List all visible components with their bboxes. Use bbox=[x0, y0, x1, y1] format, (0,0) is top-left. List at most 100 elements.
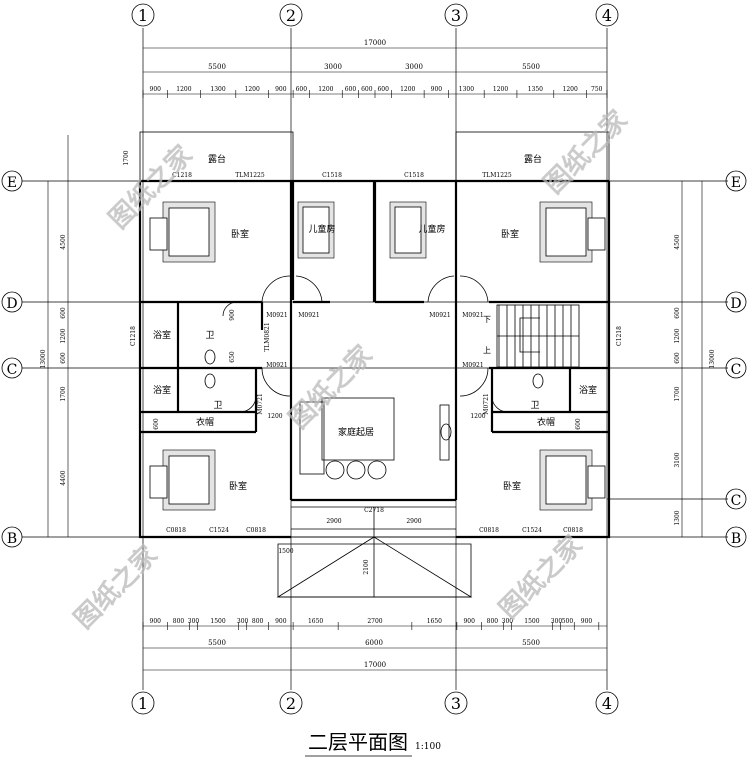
right-dimensions: 13000 4500 600 1200 600 1700 3100 1300 bbox=[674, 181, 716, 537]
axis-bubbles-right: E D C C B bbox=[725, 170, 747, 548]
axis-label-top-2: 2 bbox=[286, 6, 296, 25]
top_detail-9: 600 bbox=[377, 86, 389, 93]
dim-left-inner-600b: 600 bbox=[60, 352, 67, 364]
bottom_detail-6: 900 bbox=[275, 618, 287, 625]
code-m0721-r: M0721 bbox=[483, 393, 490, 414]
dim-right-inner-600: 600 bbox=[674, 307, 681, 319]
bottom_detail-9: 1650 bbox=[427, 618, 442, 625]
axis-bubbles-left: E D C B bbox=[1, 170, 23, 548]
axis-label-bottom-3: 3 bbox=[451, 694, 461, 713]
axis-bubbles-top: 1 2 3 4 bbox=[131, 3, 619, 27]
dim-porch-depth: 2100 bbox=[363, 559, 370, 574]
bottom_detail-12: 300 bbox=[502, 618, 514, 625]
top_detail-14: 1350 bbox=[528, 86, 543, 93]
room-bath-left2: 浴室 bbox=[153, 384, 171, 396]
dim-top-mid-3: 5500 bbox=[522, 63, 540, 71]
room-closet-right: 衣帽 bbox=[537, 416, 555, 428]
code-c0818-c: C0818 bbox=[479, 527, 499, 534]
living-furniture bbox=[299, 397, 452, 480]
code-c1218-tl: C1218 bbox=[172, 172, 192, 179]
room-terrace-left: 露台 bbox=[208, 153, 226, 165]
bottom_detail-8: 2700 bbox=[367, 618, 382, 625]
dim-left-inner-1200: 1200 bbox=[60, 328, 67, 343]
dim-bottom-total: 17000 bbox=[364, 661, 386, 669]
toilets bbox=[204, 349, 544, 389]
dim-top-total: 17000 bbox=[364, 39, 386, 47]
code-c1518-r: C1518 bbox=[404, 172, 424, 179]
room-bedroom-sw: 卧室 bbox=[229, 480, 247, 492]
top_detail-1: 1200 bbox=[176, 86, 191, 93]
stair-up-label: 上 bbox=[483, 346, 491, 355]
top_detail-5: 600 bbox=[296, 86, 308, 93]
interior-dims: 2900 2900 2100 1500 1200 1200 600 600 90… bbox=[153, 309, 582, 575]
room-bedroom-nw: 卧室 bbox=[231, 228, 249, 240]
top_detail-6: 1200 bbox=[318, 86, 333, 93]
axis-label-bottom-2: 2 bbox=[286, 694, 296, 713]
bottom_detail-10: 900 bbox=[463, 618, 475, 625]
dim-bottom-mid-1: 6000 bbox=[365, 639, 383, 647]
plan-title: 二层平面图 bbox=[308, 730, 408, 754]
top_detail-7: 600 bbox=[345, 86, 357, 93]
room-kids-left: 儿童房 bbox=[308, 223, 335, 235]
top_detail-10: 1200 bbox=[400, 86, 415, 93]
axis-label-top-3: 3 bbox=[451, 6, 461, 25]
code-m0721-l: M0721 bbox=[257, 393, 264, 414]
left-dimensions: 13000 1700 4500 600 1200 600 1700 4400 bbox=[40, 135, 130, 537]
watermark-2: 图纸之家 bbox=[538, 104, 633, 199]
dim-bottom-mid-2: 5500 bbox=[522, 639, 540, 647]
code-m0921-a: M0921 bbox=[266, 312, 287, 319]
dim-bath-left: 1200 bbox=[267, 413, 282, 420]
door-swings bbox=[222, 275, 509, 413]
dim-top-mid-0: 5500 bbox=[208, 63, 226, 71]
dim-left-total: 13000 bbox=[40, 349, 47, 368]
axis-label-right-c: C bbox=[731, 362, 742, 378]
room-bedroom-ne: 卧室 bbox=[501, 228, 519, 240]
code-m0921-d: M0921 bbox=[462, 312, 483, 319]
dim-step-left: 2900 bbox=[326, 518, 341, 525]
axis-label-bottom-1: 1 bbox=[138, 694, 148, 713]
axis-label-right-d: D bbox=[730, 296, 741, 312]
dim-wc-900: 900 bbox=[229, 309, 236, 321]
axis-label-left-d: D bbox=[6, 296, 17, 312]
drawing-title: 二层平面图 1:100 bbox=[305, 730, 441, 757]
axis-label-top-4: 4 bbox=[602, 6, 612, 25]
code-m0921-c: M0921 bbox=[429, 312, 450, 319]
stair-down-label: 下 bbox=[483, 315, 491, 324]
dim-left-part-4500: 4500 bbox=[60, 234, 67, 249]
code-tlm1225-r: TLM1225 bbox=[482, 172, 512, 179]
room-wc-left2: 卫 bbox=[213, 401, 222, 411]
bottom_detail-0: 900 bbox=[150, 618, 162, 625]
dim-bottom-mid-0: 5500 bbox=[208, 639, 226, 647]
room-terrace-right: 露台 bbox=[524, 153, 542, 165]
top_detail-13: 1200 bbox=[493, 86, 508, 93]
dim-left-part-1700: 1700 bbox=[123, 150, 130, 165]
code-c1524-r: C1524 bbox=[522, 527, 542, 534]
code-c0818-d: C0818 bbox=[563, 527, 583, 534]
code-tlm0821: TLM0821 bbox=[264, 322, 271, 351]
watermark-5: 图纸之家 bbox=[493, 529, 588, 624]
top_detail-0: 900 bbox=[150, 86, 162, 93]
room-family-living: 家庭起居 bbox=[338, 426, 374, 438]
axis-label-right-b: B bbox=[731, 531, 741, 547]
axis-bubbles-bottom: 1 2 3 4 bbox=[131, 691, 619, 715]
top_detail-3: 1200 bbox=[245, 86, 260, 93]
dim-wc-650: 650 bbox=[229, 351, 236, 363]
code-c1524-l: C1524 bbox=[209, 527, 229, 534]
bottom_detail-15: 500 bbox=[562, 618, 574, 625]
axis-label-left-b: B bbox=[7, 531, 17, 547]
top_detail-15: 1200 bbox=[563, 86, 578, 93]
watermarks: 图纸之家 图纸之家 图纸之家 图纸之家 图纸之家 bbox=[68, 104, 633, 634]
dim-step-right: 2900 bbox=[406, 518, 421, 525]
dim-left-part-4400: 4400 bbox=[60, 470, 67, 485]
code-m0921-b: M0921 bbox=[298, 312, 319, 319]
code-c2718: C2718 bbox=[364, 507, 384, 514]
dim-porch-side: 1500 bbox=[278, 548, 293, 555]
bottom_detail-3: 1500 bbox=[210, 618, 225, 625]
walls bbox=[138, 131, 611, 598]
dim-right-part-4500: 4500 bbox=[674, 234, 681, 249]
bottom_detail-7: 1650 bbox=[308, 618, 323, 625]
top_detail-12: 1300 bbox=[459, 86, 474, 93]
plan-scale: 1:100 bbox=[415, 742, 441, 752]
